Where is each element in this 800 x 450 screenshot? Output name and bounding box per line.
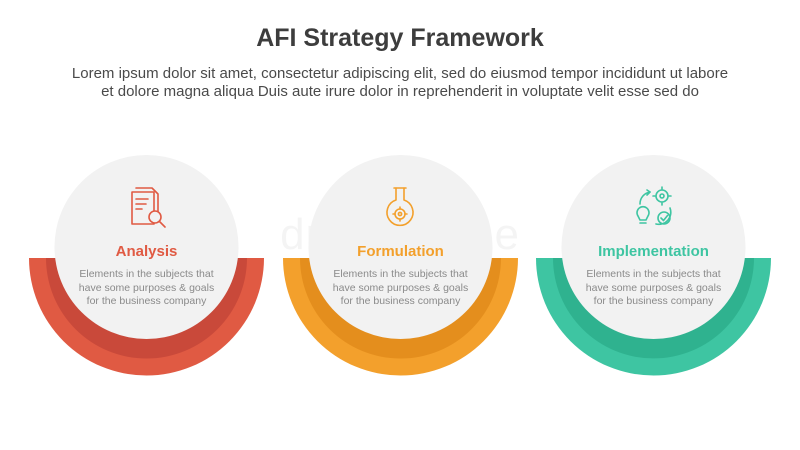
stage-analysis-desc: Elements in the subjects that have some …	[47, 268, 247, 309]
page-title: AFI Strategy Framework	[256, 24, 544, 52]
stage-implementation-title: Implementation	[598, 243, 709, 260]
stage-formulation-desc-line-2: have some purposes & goals	[332, 281, 469, 294]
subtitle-line-2: et dolore magna aliqua Duis aute irure d…	[101, 83, 699, 100]
stage-analysis-circle	[54, 155, 239, 339]
stage-formulation-title: Formulation	[357, 243, 444, 260]
page-subtitle: Lorem ipsum dolor sit amet, consectetur …	[20, 65, 780, 101]
stage-formulation-desc-line-3: for the business company	[340, 295, 461, 307]
subtitle-line-1: Lorem ipsum dolor sit amet, consectetur …	[71, 65, 729, 82]
stage-implementation-text: Implementation Elements in the subjects …	[554, 243, 754, 309]
stage-analysis-desc-line-3: for the business company	[86, 295, 207, 307]
stage-implementation-desc: Elements in the subjects that have some …	[554, 268, 754, 309]
stage-implementation	[536, 155, 771, 376]
stage-formulation-circle	[308, 155, 493, 339]
stage-formulation-desc-line-1: Elements in the subjects that	[333, 268, 468, 280]
document-magnifier-icon	[131, 187, 166, 228]
stage-formulation-desc: Elements in the subjects that have some …	[301, 268, 501, 309]
stage-analysis-text: Analysis Elements in the subjects that h…	[47, 243, 247, 309]
stage-formulation	[283, 155, 518, 376]
stage-formulation-text: Formulation Elements in the subjects tha…	[301, 243, 501, 309]
stage-analysis-desc-line-1: Elements in the subjects that	[79, 268, 214, 280]
stage-analysis-title: Analysis	[115, 243, 178, 260]
flask-gear-icon	[386, 187, 414, 227]
stage-analysis-desc-line-2: have some purposes & goals	[78, 281, 215, 294]
stage-implementation-desc-line-3: for the business company	[593, 295, 714, 307]
stage-implementation-desc-line-2: have some purposes & goals	[585, 281, 722, 294]
stage-analysis	[29, 155, 264, 376]
stage-implementation-desc-line-1: Elements in the subjects that	[586, 268, 721, 280]
gear-bulb-cycle-icon	[636, 186, 672, 226]
stage-implementation-circle	[561, 155, 746, 339]
